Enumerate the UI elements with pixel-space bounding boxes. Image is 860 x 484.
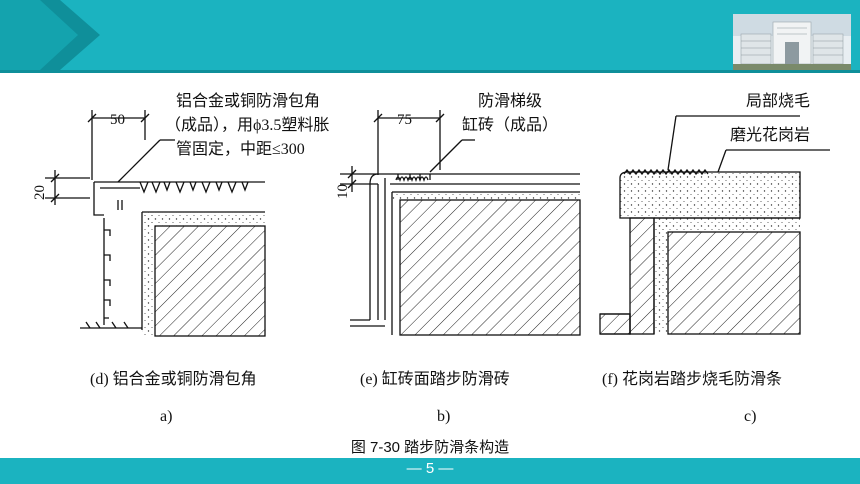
panel-e-screed-dots: [392, 192, 580, 200]
building-photo: [733, 14, 851, 70]
header-arrow-inner: [0, 0, 78, 70]
panel-d-caption: (d) 铝合金或铜防滑包角: [90, 371, 257, 388]
panel-f-screed-dots-top: [654, 218, 800, 232]
dim-d-height: 20: [32, 185, 48, 200]
header-underline: [0, 70, 860, 73]
footer-band: [0, 458, 860, 484]
panel-d-label-line-3: 管固定，中距≤300: [176, 141, 305, 158]
panel-d-screed-dots-top: [142, 212, 265, 226]
panel-f-drawing: [599, 115, 830, 335]
dim-e-height: 10: [335, 184, 351, 199]
panel-d-label-line-1: 铝合金或铜防滑包角: [176, 93, 321, 110]
dim-d-width: 50: [110, 112, 125, 128]
header-banner: [0, 0, 860, 73]
panel-f-letter: c): [744, 408, 757, 425]
panel-f-caption: (f) 花岗岩踏步烧毛防滑条: [602, 371, 782, 388]
panel-e-drawing: [340, 110, 581, 336]
dim-e-width: 75: [397, 112, 412, 128]
panel-e-label-line-1: 防滑梯级: [478, 93, 543, 110]
header-band: [0, 0, 860, 70]
figure-title: 图 7-30 踏步防滑条构造: [350, 439, 510, 456]
panel-d-screed-dots: [142, 212, 155, 336]
panel-d-letter: a): [160, 408, 173, 425]
panel-e-caption: (e) 缸砖面踏步防滑砖: [360, 371, 510, 388]
stair-nosing-drawings: 50 20 75 10: [32, 110, 830, 337]
panel-f-label-top: 局部烧毛: [746, 93, 811, 110]
panel-d-label-line-2: （成品），用ϕ3.5塑料胀: [165, 117, 330, 134]
panel-f-label-bottom: 磨光花岗岩: [730, 127, 811, 144]
page-number: — 5 —: [406, 460, 454, 477]
panel-e-letter: b): [437, 408, 451, 425]
panel-e-label-line-2: 缸砖（成品）: [462, 117, 559, 134]
panel-f-screed-dots: [654, 218, 668, 334]
